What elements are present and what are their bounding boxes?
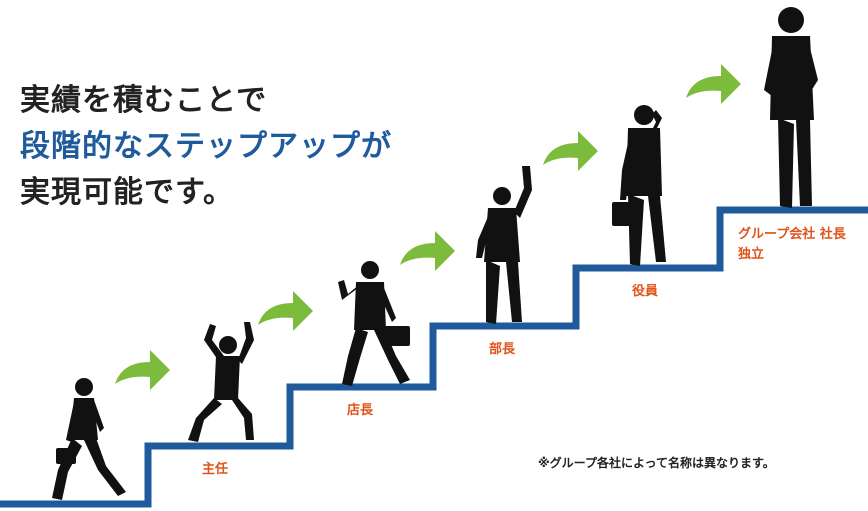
- footnote: ※グループ各社によって名称は異なります。: [538, 456, 775, 470]
- green-arrow-icon: [400, 231, 455, 271]
- raised-fist-businessman-figure: [476, 166, 532, 324]
- headline: 実績を積むことで 段階的なステップアップが 実現可能です。: [20, 78, 392, 216]
- step-label-4: 役員: [632, 284, 659, 299]
- fist-pump-businessman-figure: [338, 261, 410, 386]
- step-label-5-line-1: グループ会社 社長: [738, 227, 846, 242]
- green-arrow-icon: [115, 350, 170, 390]
- step-label-2: 店長: [347, 403, 374, 418]
- walking-businessman-figure: [52, 378, 126, 500]
- green-arrow-icon: [686, 64, 741, 104]
- step-label-1: 主任: [202, 462, 229, 477]
- step-label-5-line-2: 独立: [738, 247, 765, 262]
- headline-line-3: 実現可能です。: [20, 175, 234, 210]
- standing-executive-figure: [764, 7, 818, 208]
- green-arrow-icon: [258, 291, 313, 331]
- staircase-line: [0, 206, 868, 508]
- phone-businessman-figure: [612, 105, 666, 266]
- headline-line-2: 段階的なステップアップが: [20, 129, 392, 164]
- headline-line-1: 実績を積むことで: [20, 83, 268, 118]
- step-label-5: グループ会社 社長 独立: [738, 225, 846, 265]
- step-label-3: 部長: [489, 342, 516, 357]
- cheering-businessman-figure: [188, 322, 254, 442]
- green-arrow-icon: [543, 131, 598, 171]
